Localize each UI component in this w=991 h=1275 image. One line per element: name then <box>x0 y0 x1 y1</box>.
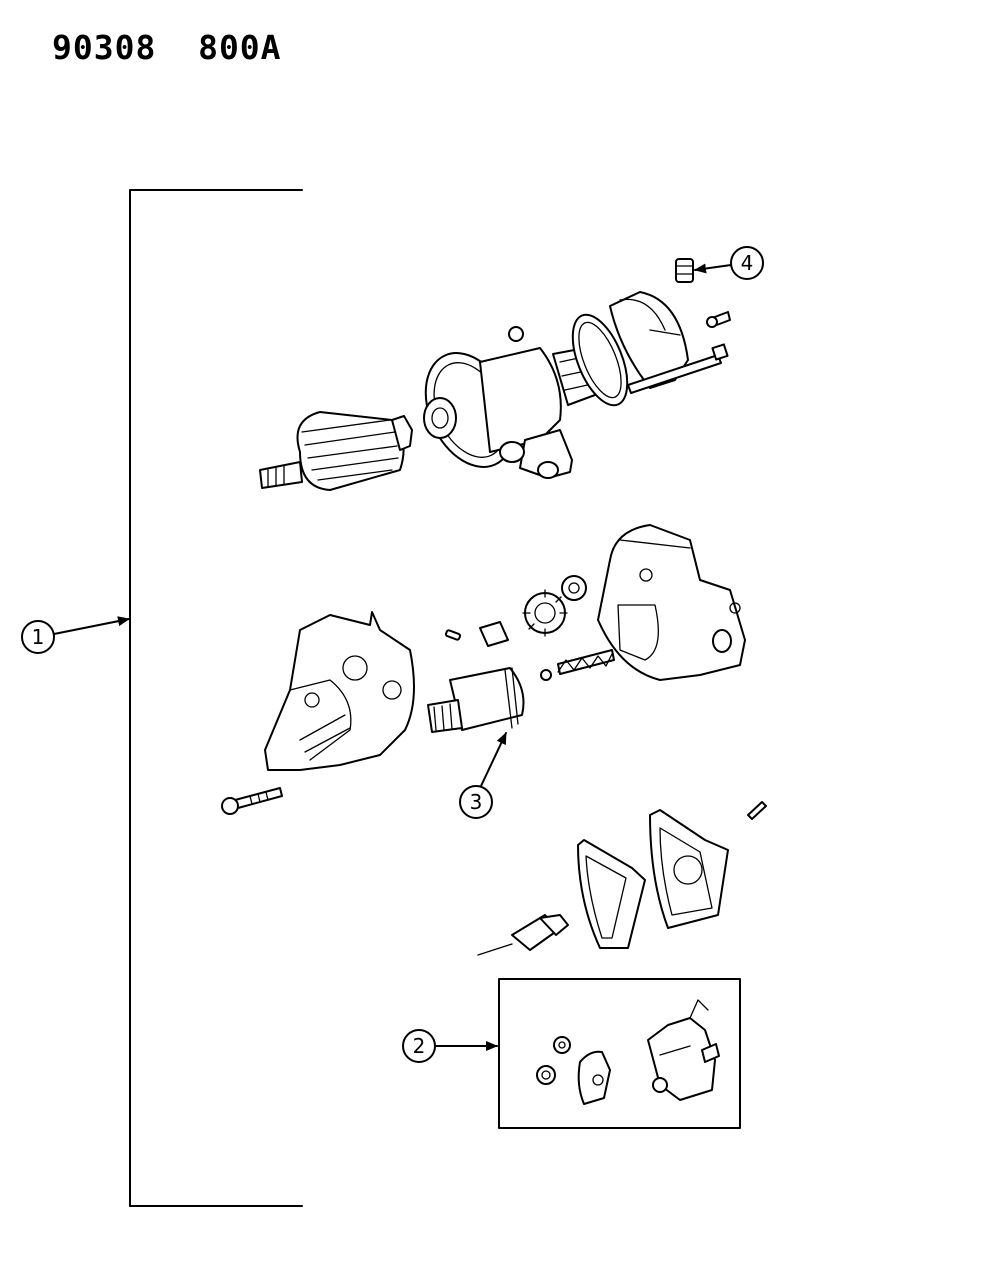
ball <box>540 669 552 681</box>
through-bolt <box>627 343 729 394</box>
drive-housing <box>264 611 415 771</box>
callout-3-label: 3 <box>470 790 483 814</box>
clutch-drive <box>427 667 525 733</box>
bolt <box>221 787 283 815</box>
callout-2: 2 <box>402 1029 498 1063</box>
callout-3: 3 <box>459 732 507 819</box>
callout-1-arrow <box>53 616 130 635</box>
idler-gear <box>522 589 568 637</box>
gasket-small <box>577 839 646 949</box>
washer <box>508 326 524 342</box>
callout-4-label: 4 <box>741 251 754 275</box>
spring <box>557 649 615 675</box>
callout-2-label: 2 <box>413 1034 426 1058</box>
armature <box>259 411 413 491</box>
starter-frame <box>597 524 746 681</box>
callout-3-arrow <box>480 732 507 787</box>
callout-4: 4 <box>694 246 764 280</box>
diagram-id: 90308 800A <box>52 28 282 67</box>
callout-1: 1 <box>21 616 130 654</box>
retainer <box>479 621 509 647</box>
solenoid-kit-parts <box>536 999 720 1105</box>
plunger <box>477 914 569 956</box>
end-cover <box>609 291 689 389</box>
o-ring <box>571 313 629 407</box>
gasket-large <box>649 809 729 929</box>
screw <box>706 311 731 328</box>
yoke-housing <box>423 347 573 479</box>
solenoid-kit-box <box>498 978 741 1129</box>
small-screw <box>747 801 767 820</box>
small-gear <box>561 575 587 601</box>
callout-1-label: 1 <box>32 625 45 649</box>
assembly-bracket <box>129 189 303 1207</box>
pin <box>444 629 462 641</box>
callout-4-arrow <box>694 263 732 274</box>
cap <box>675 258 694 283</box>
